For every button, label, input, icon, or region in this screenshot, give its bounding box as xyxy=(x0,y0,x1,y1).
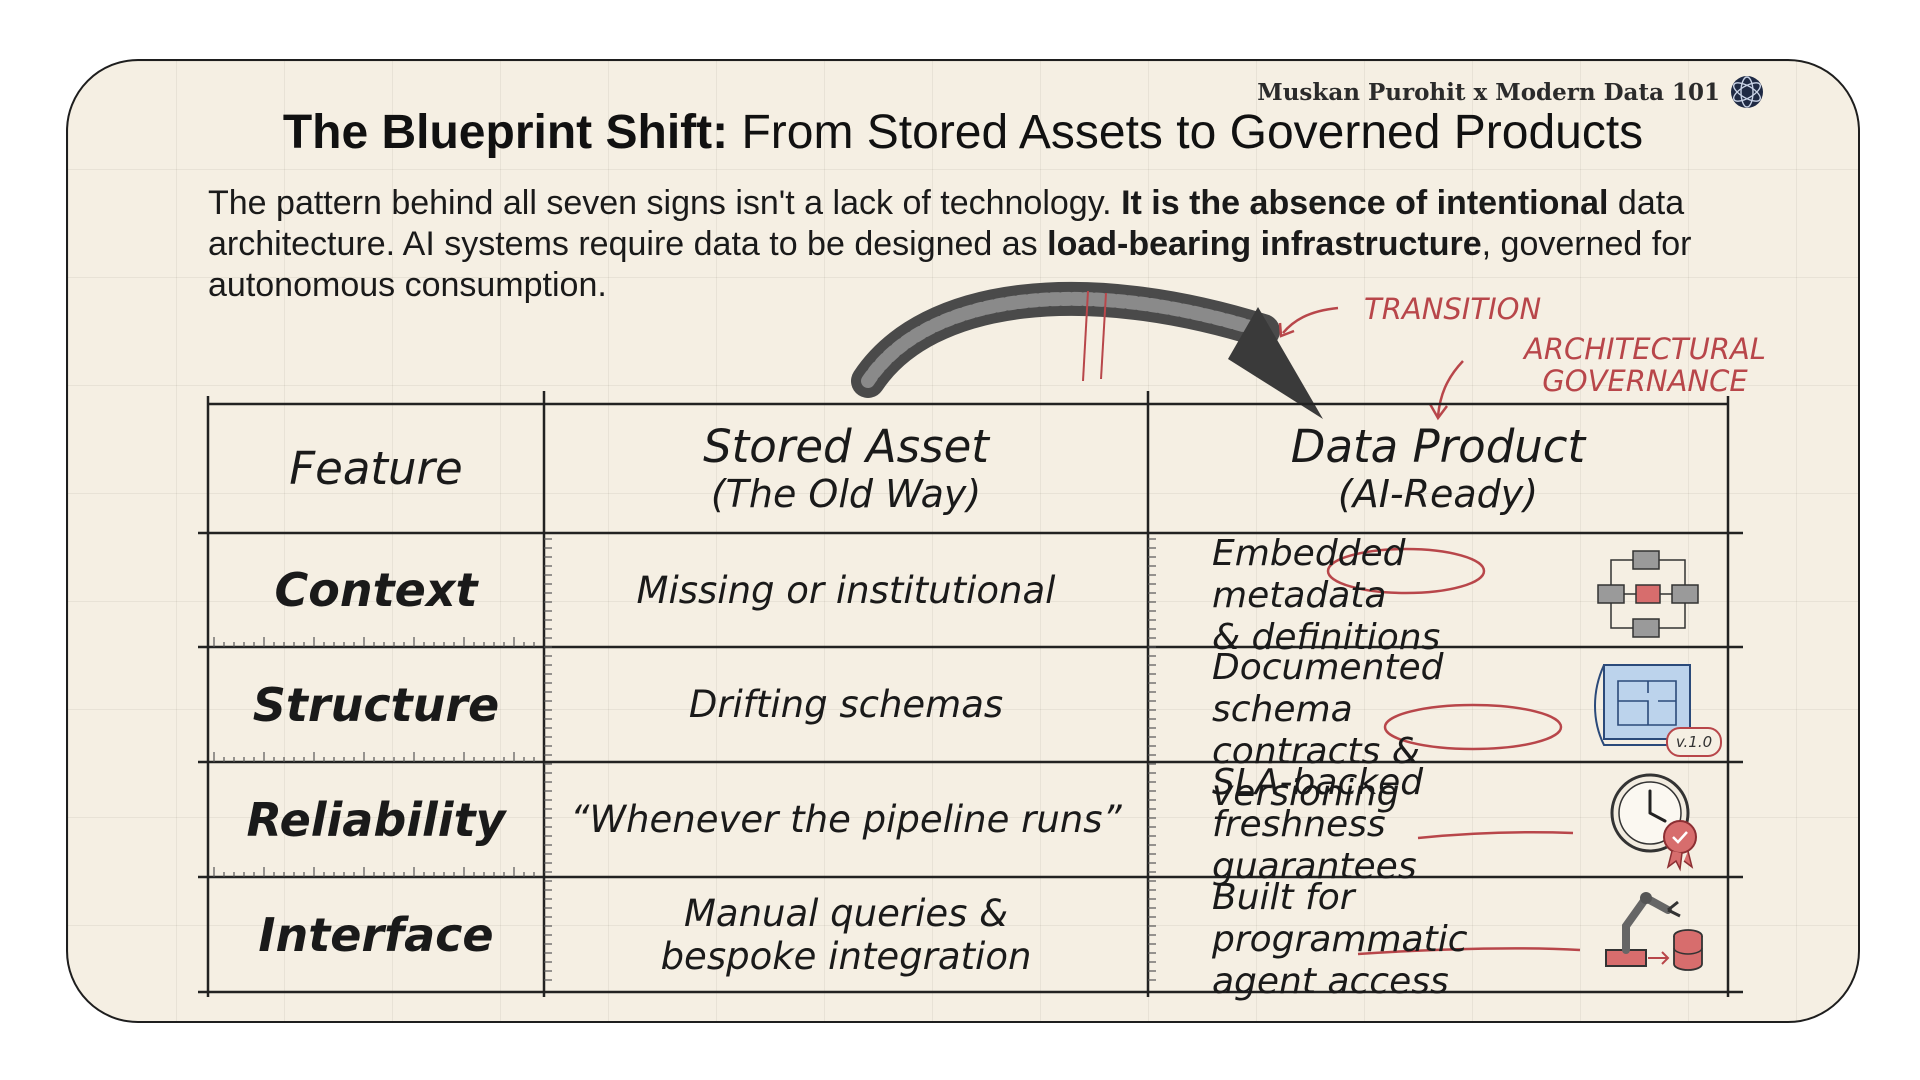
globe-logo-icon xyxy=(1731,76,1763,108)
table-grid xyxy=(198,281,1743,997)
header-data-product: Data Product (AI-Ready) xyxy=(1148,404,1728,533)
header-stored-asset-sub: (The Old Way) xyxy=(710,471,982,516)
highlight-versioning xyxy=(1383,703,1563,751)
transition-annotation: TRANSITION xyxy=(1364,292,1542,326)
intro-bold-1: It is the absence of intentional xyxy=(1121,184,1609,222)
intro-text-1: The pattern behind all seven signs isn't… xyxy=(208,184,1122,222)
row-reliability-feature: Reliability xyxy=(246,792,506,847)
governance-annotation: ARCHITECTURAL GOVERNANCE xyxy=(1524,333,1766,397)
credit-text: Muskan Purohit x Modern Data 101 xyxy=(1257,78,1720,106)
row-structure-feature: Structure xyxy=(252,677,500,732)
header-feature-label: Feature xyxy=(289,441,463,495)
title-bold: The Blueprint Shift: xyxy=(282,106,729,159)
row-structure-new: Documented schema contracts & versioning xyxy=(1204,647,1584,814)
row-structure-new-line1: Documented schema xyxy=(1212,647,1444,730)
header-stored-asset-title: Stored Asset xyxy=(703,419,989,473)
row-context-old: Missing or institutional xyxy=(636,568,1056,612)
row-structure-new-line2: contracts & versioning xyxy=(1212,731,1420,814)
intro-text-3: , governed for autonomous consumption. xyxy=(208,225,1692,304)
governance-line-1: ARCHITECTURAL xyxy=(1524,332,1766,366)
row-reliability-new-line1: SLA-backed freshness xyxy=(1212,762,1424,845)
header-stored-asset: Stored Asset (The Old Way) xyxy=(544,404,1148,533)
underline-programmatic xyxy=(1357,947,1581,956)
row-interface-feature: Interface xyxy=(258,907,494,962)
highlight-metadata xyxy=(1326,547,1486,595)
row-interface-old: Manual queries & bespoke integration xyxy=(660,891,1032,978)
clock-award-icon xyxy=(1610,773,1697,872)
governance-line-2: GOVERNANCE xyxy=(1542,364,1748,398)
credit: Muskan Purohit x Modern Data 101 xyxy=(1257,75,1764,109)
row-interface-new: Built for programmatic agent access xyxy=(1204,877,1584,1002)
row-structure-old: Drifting schemas xyxy=(688,683,1004,726)
header-feature: Feature xyxy=(208,404,544,533)
underline-freshness xyxy=(1417,830,1574,840)
intro-paragraph: The pattern behind all seven signs isn't… xyxy=(208,183,1768,306)
row-context-feature: Context xyxy=(274,563,478,617)
row-reliability-old: “Whenever the pipeline runs” xyxy=(570,798,1122,841)
row-context-new: Embedded metadata & definitions xyxy=(1204,533,1584,658)
transition-arrow-icon xyxy=(851,281,1323,419)
row-context-new-line1: Embedded metadata xyxy=(1212,533,1406,616)
slide-card: Muskan Purohit x Modern Data 101 The Blu… xyxy=(66,59,1860,1023)
header-data-product-title: Data Product xyxy=(1290,419,1586,473)
governance-pointer-icon xyxy=(1436,360,1464,417)
page-title: The Blueprint Shift: From Stored Assets … xyxy=(68,105,1858,160)
robot-arm-database-icon xyxy=(1605,892,1703,971)
title-rest: From Stored Assets to Governed Products xyxy=(728,106,1644,159)
header-data-product-sub: (AI-Ready) xyxy=(1337,471,1539,516)
row-reliability-new: SLA-backed freshness guarantees xyxy=(1204,762,1584,887)
row-reliability-new-line2: guarantees xyxy=(1212,846,1417,887)
row-interface-new-line2: agent access xyxy=(1212,961,1449,1002)
flowchart-icon xyxy=(1597,550,1699,638)
transition-pointer-icon xyxy=(1282,306,1339,334)
intro-text-2: data architecture. AI systems require da… xyxy=(208,184,1685,263)
version-badge: v.1.0 xyxy=(1666,727,1722,757)
intro-bold-2: load-bearing infrastructure xyxy=(1047,225,1482,263)
row-context-new-line2: & definitions xyxy=(1212,617,1441,658)
blueprint-icon xyxy=(1594,664,1691,746)
row-interface-new-line1: Built for programmatic xyxy=(1212,877,1468,960)
